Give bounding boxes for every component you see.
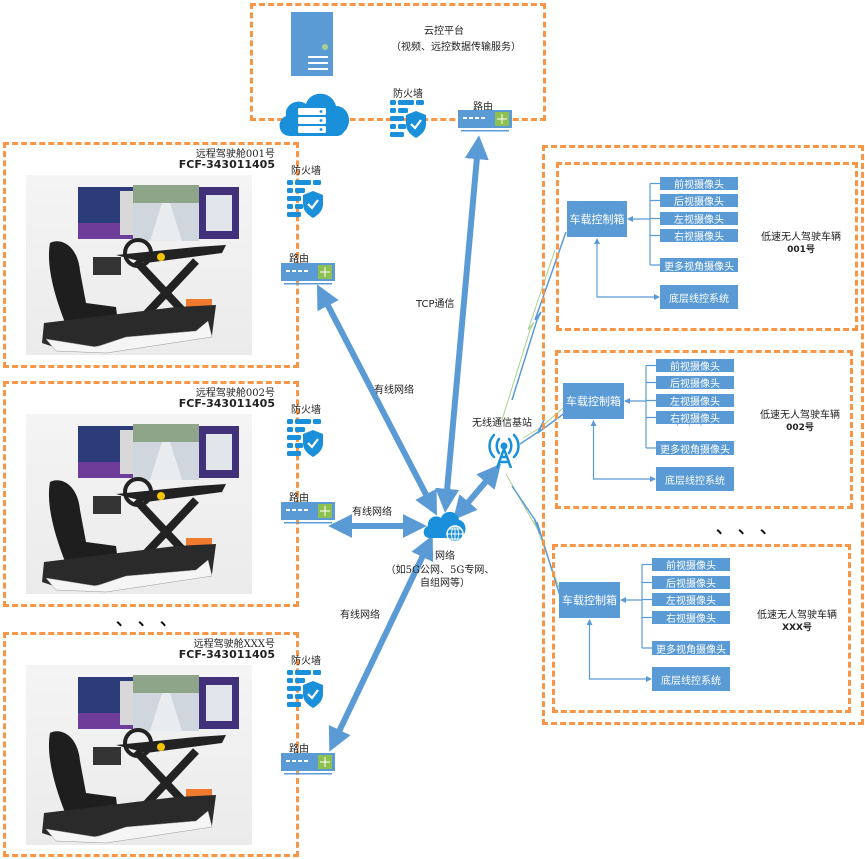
wireless-link-vehicle-1: [501, 231, 567, 421]
cockpit-photo: [26, 175, 252, 355]
cockpit-border: [3, 142, 299, 368]
vehicle-border: [555, 350, 853, 509]
vehicle-wiring: [586, 563, 652, 682]
router-label: 路由: [289, 744, 309, 755]
firewall-label: 防火墙: [291, 656, 321, 667]
tcp-label: TCP通信: [416, 299, 455, 310]
firewall-icon: [287, 419, 323, 457]
cockpit-illustration: [42, 675, 239, 844]
router-icon[interactable]: [458, 110, 512, 132]
vehicle-controller-box[interactable]: 车载控制箱: [567, 201, 627, 237]
cockpit-photo: [26, 665, 252, 845]
router-icon[interactable]: [281, 263, 335, 285]
cockpit-id: FCF-343011405: [178, 158, 275, 171]
router-label: 路由: [289, 254, 309, 265]
vehicle-number: XXX号: [782, 623, 812, 633]
vehicle-controller-box[interactable]: 车载控制箱: [559, 582, 620, 618]
vehicle-border: [556, 162, 858, 331]
left-camera-box[interactable]: 左视摄像头: [660, 212, 738, 226]
wired-link-cockpit-3: [328, 535, 434, 752]
server-icon: [291, 12, 333, 76]
network-title: 网络: [435, 551, 455, 562]
wired-label-3: 有线网络: [340, 610, 380, 621]
right-camera-box[interactable]: 右视摄像头: [660, 229, 738, 243]
base-station-label: 无线通信基站: [472, 418, 532, 429]
rear-camera-box[interactable]: 后视摄像头: [656, 376, 734, 390]
firewall-label: 防火墙: [393, 89, 423, 100]
more-cameras-box[interactable]: 更多视角摄像头: [652, 641, 730, 656]
router-icon[interactable]: [281, 502, 335, 524]
chassis-control-box[interactable]: 底层线控系统: [660, 285, 738, 309]
more-cameras-box[interactable]: 更多视角摄像头: [660, 258, 738, 273]
more-cameras-box[interactable]: 更多视角摄像头: [656, 441, 734, 456]
rear-camera-box[interactable]: 后视摄像头: [652, 576, 730, 590]
chassis-control-box[interactable]: 底层线控系统: [652, 667, 730, 691]
cockpit-name: 远程驾驶舱002号: [195, 388, 275, 399]
router-icon[interactable]: [281, 753, 335, 775]
more-cameras-dots: · · ·: [672, 619, 702, 629]
cockpit-border: [3, 632, 299, 857]
network-desc-line1: （如5G公网、5G专网、: [385, 565, 495, 576]
more-cameras-dots: · · ·: [676, 421, 706, 431]
link-network-base-station: [453, 463, 501, 521]
right-camera-box[interactable]: 右视摄像头: [652, 611, 730, 625]
cockpit-id: FCF-343011405: [178, 397, 275, 410]
vehicle-wiring: [590, 364, 656, 482]
front-camera-box[interactable]: 前视摄像头: [656, 359, 734, 373]
left-camera-box[interactable]: 左视摄像头: [652, 593, 730, 607]
cockpit-id: FCF-343011405: [178, 648, 275, 661]
network-desc-line2: 自组网等）: [420, 578, 470, 589]
cockpit-name: 远程驾驶舱001号: [195, 149, 275, 160]
left-camera-box[interactable]: 左视摄像头: [656, 394, 734, 408]
cockpit-group-001: 远程驾驶舱001号 FCF-343011405 防火墙: [3, 142, 343, 368]
router-label: 路由: [473, 102, 493, 113]
vehicle-number: 002号: [786, 423, 814, 433]
cockpit-illustration: [42, 424, 239, 593]
more-cameras-dots: · · ·: [680, 236, 710, 246]
cockpit-border: [3, 381, 299, 607]
cockpit-photo: [26, 414, 252, 594]
more-vehicles-ellipsis: 、、、: [716, 518, 791, 537]
cloud-platform-subtitle: （视频、远控数据传输服务）: [391, 42, 521, 53]
wired-label-2: 有线网络: [352, 507, 392, 518]
firewall-label: 防火墙: [291, 405, 321, 416]
more-cockpits-ellipsis: 、、、: [116, 610, 191, 629]
vehicle-title: 低速无人驾驶车辆: [760, 410, 840, 421]
cockpit-name: 远程驾驶舱XXX号: [193, 639, 275, 650]
vehicles-group: [542, 145, 864, 725]
rear-camera-box[interactable]: 后视摄像头: [660, 194, 738, 208]
firewall-icon: [287, 180, 323, 218]
vehicle-border: [552, 544, 851, 713]
cloud-server-icon: [279, 93, 350, 136]
vehicle-wiring: [594, 182, 660, 300]
cockpit-group-002: 远程驾驶舱002号 FCF-343011405 防火墙: [3, 381, 343, 607]
wired-label-1: 有线网络: [374, 385, 414, 396]
vehicle-controller-box[interactable]: 车载控制箱: [563, 383, 624, 419]
cockpit-illustration: [42, 185, 239, 354]
firewall-icon: [287, 670, 323, 708]
front-camera-box[interactable]: 前视摄像头: [652, 558, 730, 572]
wired-link-cockpit-1: [317, 284, 437, 516]
network-cloud-icon[interactable]: [422, 508, 466, 543]
vehicle-002: 车载控制箱 前视摄像头 后视摄像头 左视摄像头 右视摄像头 · · · 更多视角…: [555, 350, 853, 509]
cloud-platform-title: 云控平台: [424, 26, 464, 37]
right-camera-box[interactable]: 右视摄像头: [656, 411, 734, 425]
vehicle-number: 001号: [787, 245, 815, 255]
cockpit-group-xxx: 远程驾驶舱XXX号 FCF-343011405 防火墙: [3, 632, 343, 857]
tcp-link: [435, 135, 489, 513]
antenna-tower-icon[interactable]: [486, 431, 522, 469]
vehicle-title: 低速无人驾驶车辆: [761, 232, 841, 243]
vehicle-xxx: 车载控制箱 前视摄像头 后视摄像头 左视摄像头 右视摄像头 · · · 更多视角…: [552, 544, 851, 713]
chassis-control-box[interactable]: 底层线控系统: [656, 467, 734, 491]
router-label: 路由: [289, 493, 309, 504]
firewall-label: 防火墙: [291, 166, 321, 177]
vehicle-001: 车载控制箱 前视摄像头 后视摄像头 左视摄像头 右视摄像头 · · · 更多视角…: [556, 162, 858, 331]
firewall-icon: [390, 100, 426, 138]
front-camera-box[interactable]: 前视摄像头: [660, 177, 738, 191]
vehicle-title: 低速无人驾驶车辆: [757, 610, 837, 621]
